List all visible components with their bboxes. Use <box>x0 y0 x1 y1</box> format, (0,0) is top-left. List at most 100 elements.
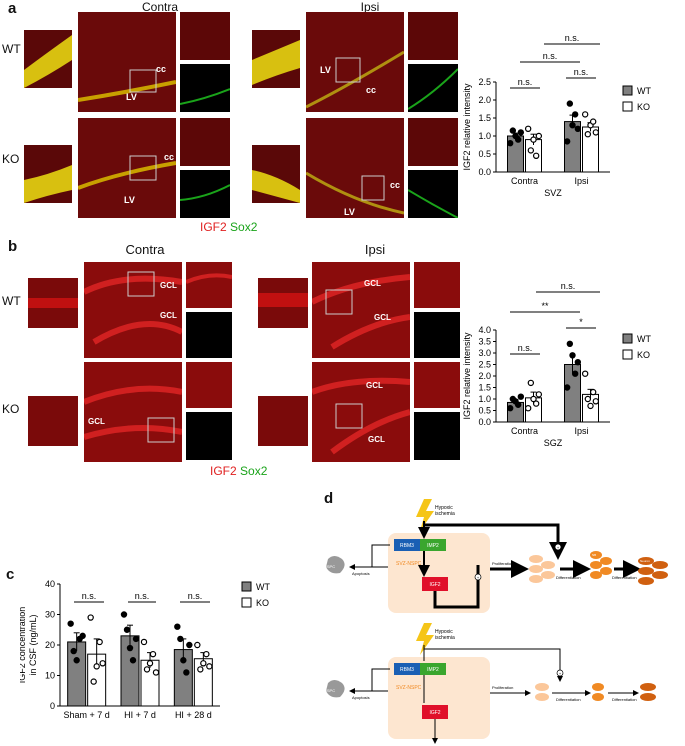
y-axis-label: IGF2 relative intensity <box>462 332 472 420</box>
legend-label-wt: WT <box>637 334 651 344</box>
data-point <box>99 660 106 667</box>
significance-label: n.s. <box>135 591 150 601</box>
y-tick-label: 2.0 <box>478 95 491 105</box>
data-point <box>67 620 74 627</box>
nspc-label: NSPC <box>324 564 335 569</box>
y-tick-label: 0.0 <box>478 167 491 177</box>
gcl-label: GCL <box>368 435 385 444</box>
data-point <box>146 660 154 667</box>
data-point <box>569 121 576 129</box>
lv-label: LV <box>344 207 355 217</box>
rbm3-label: RBM3 <box>400 667 414 673</box>
micrograph-a-ko-contra-green <box>180 170 230 218</box>
diagram-lower: Hypoxic ischemia RBM3 IMP2 SVZ-NSPC IGF2… <box>324 623 656 744</box>
stain-sox2-label: Sox2 <box>240 464 268 478</box>
dead-nspc-icon <box>326 680 345 698</box>
micrograph-b-ko-contra: GCL <box>84 362 182 462</box>
significance-label: n.s. <box>518 77 533 87</box>
hypoxic-label: Hypoxic <box>435 505 453 511</box>
micrograph-a-ko-contra <box>78 118 176 218</box>
legend-swatch-ko <box>622 349 633 360</box>
micrograph-b-wt-contra-green <box>186 312 232 358</box>
micrograph-a-ko-contra-inset <box>24 145 72 203</box>
x-tick-label: Contra <box>511 426 538 436</box>
imp2-box <box>420 539 446 551</box>
data-point <box>152 669 160 676</box>
y-tick-label: 40 <box>45 579 55 589</box>
y-tick-label: 0.0 <box>478 417 491 427</box>
significance-label: n.s. <box>82 591 97 601</box>
micrograph-b-ko-ipsi-inset <box>258 396 308 446</box>
hypoxic-label: Hypoxic <box>435 629 453 635</box>
data-point <box>566 100 574 107</box>
svz-nspc-cell <box>388 533 490 613</box>
panel-b-ipsi-header: Ipsi <box>364 242 386 257</box>
data-point <box>574 358 582 366</box>
data-point <box>535 391 543 398</box>
micrograph-a-ko-ipsi-inset <box>252 145 300 203</box>
data-point <box>514 401 522 408</box>
gcl-label: GCL <box>160 311 177 320</box>
micrograph-a-wt-ipsi-inset <box>252 30 300 88</box>
micrograph-a-ko-contra-red <box>180 118 230 166</box>
significance-label: n.s. <box>565 33 580 43</box>
imp2-label: IMP2 <box>427 543 439 549</box>
cc-label: cc <box>156 64 167 74</box>
micrograph-a-ko-ipsi <box>306 118 404 218</box>
x-tick-label: Contra <box>511 176 538 186</box>
significance-label: n.s. <box>561 281 576 291</box>
data-point <box>592 398 600 405</box>
y-tick-label: 2.0 <box>478 371 491 381</box>
data-point <box>149 650 157 658</box>
data-point <box>589 118 597 125</box>
data-point <box>527 379 535 387</box>
rbm3-box <box>394 663 420 675</box>
y-tick-label: 4.0 <box>478 325 491 335</box>
data-point <box>129 657 137 664</box>
dead-nspc-icon <box>326 556 345 574</box>
plus-sign: + <box>557 545 560 550</box>
igf2-label: IGF2 <box>429 582 440 588</box>
data-point <box>514 136 522 143</box>
micrograph-b-wt-contra-red <box>186 262 232 308</box>
data-point <box>574 125 582 133</box>
data-point <box>186 641 193 649</box>
ischemia-label: ischemia <box>435 511 455 517</box>
legend-label-wt: WT <box>256 582 270 592</box>
differentiation-label: Differentiation <box>556 697 581 702</box>
differentiation-label: Differentiation <box>556 575 581 580</box>
data-point <box>530 395 537 403</box>
micrograph-a-wt-ipsi-red <box>408 12 458 60</box>
micrograph-b-wt-ipsi-inset <box>258 278 308 328</box>
nb-label: NB <box>592 553 596 557</box>
data-point <box>120 611 128 618</box>
data-point <box>589 388 597 396</box>
panel-a-ko-label: KO <box>2 152 20 166</box>
significance-label: n.s. <box>574 67 589 77</box>
y-axis-label: IGF2 relative intensity <box>462 83 472 171</box>
gcl-label: GCL <box>364 279 381 288</box>
data-point <box>79 632 86 640</box>
data-point <box>587 402 594 410</box>
y-tick-label: 0.5 <box>478 149 491 159</box>
data-point <box>509 127 517 134</box>
imp2-box <box>420 663 446 675</box>
y-tick-label: 0 <box>50 701 55 711</box>
y-tick-label: 2.5 <box>478 360 491 370</box>
data-point <box>197 666 204 673</box>
data-point <box>517 393 525 400</box>
data-point <box>87 614 94 621</box>
neuron-label: Neuron <box>640 559 650 563</box>
svz-nspc-label: SVZ-NSPC <box>396 685 422 691</box>
data-point <box>584 130 592 138</box>
imp2-label: IMP2 <box>427 667 439 673</box>
cc-label: cc <box>390 180 401 190</box>
data-point <box>70 647 77 655</box>
data-point <box>506 139 514 147</box>
data-point <box>177 635 184 643</box>
rbm3-label: RBM3 <box>400 543 414 549</box>
data-point <box>93 663 100 670</box>
